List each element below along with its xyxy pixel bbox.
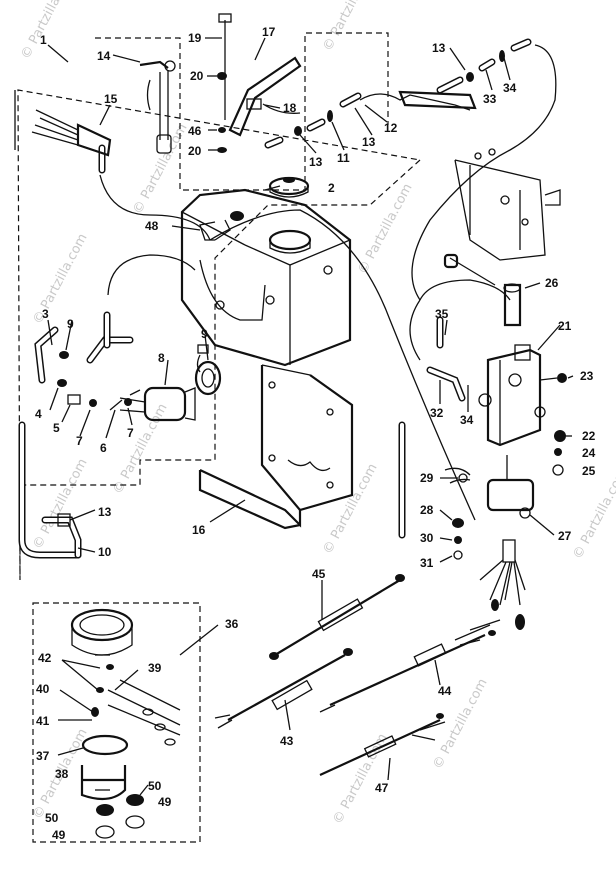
label-1: 1 xyxy=(40,33,47,47)
label-35: 35 xyxy=(435,307,449,321)
label-6: 6 xyxy=(100,441,107,455)
watermark-8: © Partzilla.com xyxy=(30,456,90,552)
label-24: 24 xyxy=(582,446,596,460)
label-25: 25 xyxy=(582,464,596,478)
label-13a: 13 xyxy=(309,155,323,169)
label-36: 36 xyxy=(225,617,239,631)
tank-bracket xyxy=(198,364,354,530)
label-29: 29 xyxy=(420,471,434,485)
label-47: 47 xyxy=(375,781,389,795)
label-17: 17 xyxy=(262,25,276,39)
pump-bracket xyxy=(454,148,561,261)
label-12: 12 xyxy=(384,121,398,135)
label-14: 14 xyxy=(97,49,111,63)
label-11: 11 xyxy=(337,151,350,165)
label-48: 48 xyxy=(145,219,159,233)
label-20b: 20 xyxy=(188,144,202,158)
top-right-hoses xyxy=(264,38,557,301)
label-8: 8 xyxy=(158,351,165,365)
watermark-9: © Partzilla.com xyxy=(570,466,616,562)
watermark-1: © Partzilla.com xyxy=(18,0,78,62)
wire-harnesses xyxy=(214,574,501,776)
label-44: 44 xyxy=(438,684,452,698)
label-4: 4 xyxy=(35,407,42,421)
label-32: 32 xyxy=(430,406,444,420)
label-30: 30 xyxy=(420,531,434,545)
filler-cap xyxy=(268,176,310,198)
label-34a: 34 xyxy=(503,81,517,95)
label-41: 41 xyxy=(36,714,50,728)
label-2: 2 xyxy=(328,181,335,195)
left-fittings xyxy=(57,351,141,527)
label-21: 21 xyxy=(558,319,572,333)
level-cable xyxy=(443,253,522,327)
label-49a: 49 xyxy=(158,795,172,809)
label-5: 5 xyxy=(53,421,60,435)
label-46: 46 xyxy=(188,124,202,138)
label-7a: 7 xyxy=(76,434,83,448)
label-31: 31 xyxy=(420,556,434,570)
top-cables xyxy=(31,13,302,157)
label-50b: 50 xyxy=(45,811,59,825)
meter-assembly xyxy=(70,608,181,839)
watermark-2: © Partzilla.com xyxy=(320,0,380,54)
label-7b: 7 xyxy=(127,426,134,440)
label-49b: 49 xyxy=(52,828,66,842)
label-16: 16 xyxy=(192,523,206,537)
group-36-outline xyxy=(32,602,201,843)
oil-level-sensor xyxy=(444,344,542,630)
label-50a: 50 xyxy=(148,779,162,793)
label-15: 15 xyxy=(104,92,118,106)
label-43: 43 xyxy=(280,734,294,748)
label-28: 28 xyxy=(420,503,434,517)
leader-lines xyxy=(47,37,574,796)
label-40: 40 xyxy=(36,682,50,696)
label-26: 26 xyxy=(545,276,559,290)
label-22: 22 xyxy=(582,429,596,443)
label-38: 38 xyxy=(55,767,69,781)
label-13b: 13 xyxy=(362,135,376,149)
hose-lines xyxy=(14,90,511,559)
label-20a: 20 xyxy=(190,69,204,83)
label-39: 39 xyxy=(148,661,162,675)
oil-pump xyxy=(119,344,222,422)
label-27: 27 xyxy=(558,529,572,543)
misc-parts xyxy=(199,127,244,241)
label-34b: 34 xyxy=(460,413,474,427)
label-42: 42 xyxy=(38,651,52,665)
right-washers xyxy=(452,373,567,560)
watermark-4: © Partzilla.com xyxy=(355,181,415,277)
part-labels: 1 14 15 19 17 20 18 46 20 13 11 13 12 13… xyxy=(35,25,596,842)
label-3: 3 xyxy=(42,307,49,321)
watermark-5: © Partzilla.com xyxy=(30,231,90,327)
label-9b: 9 xyxy=(201,327,208,341)
label-9a: 9 xyxy=(67,317,74,331)
oil-tank xyxy=(180,188,352,367)
label-19: 19 xyxy=(188,31,202,45)
label-37: 37 xyxy=(36,749,50,763)
label-13d: 13 xyxy=(98,505,112,519)
label-45: 45 xyxy=(312,567,326,581)
label-23: 23 xyxy=(580,369,594,383)
label-10: 10 xyxy=(98,545,112,559)
label-13c: 13 xyxy=(432,41,446,55)
watermark-7: © Partzilla.com xyxy=(320,461,380,557)
label-18: 18 xyxy=(283,101,297,115)
label-33: 33 xyxy=(483,92,497,106)
